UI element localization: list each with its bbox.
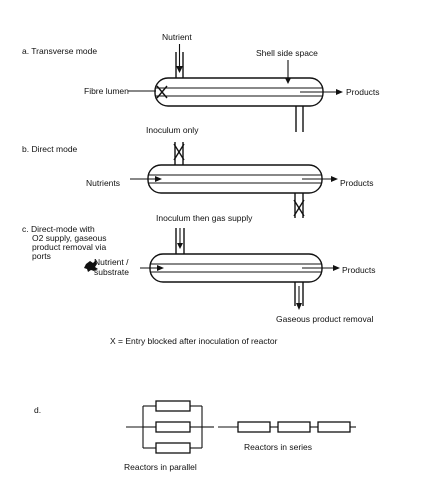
- panel-a-products-label: Products: [346, 87, 380, 97]
- parallel-label: Reactors in parallel: [124, 462, 197, 472]
- panel-a-reactor-shell: [154, 77, 324, 107]
- panel-b-inoculum-label: Inoculum only: [146, 125, 199, 135]
- series-reactor-2: [277, 421, 311, 433]
- panel-d: d. Reactors in parallel Reactors in seri…: [34, 400, 356, 472]
- panel-b-bottom-x-2: [293, 199, 305, 217]
- panel-a: a. Transverse mode Nutrient Shell side s…: [22, 32, 380, 132]
- parallel-reactor-middle: [155, 421, 191, 433]
- panel-a-blocked-x-2: [156, 85, 168, 99]
- panel-c-title-line1: c. Direct-mode with: [22, 224, 95, 234]
- panel-c-inoculum-label: Inoculum then gas supply: [156, 213, 253, 223]
- panel-b-nutrients-label: Nutrients: [86, 178, 120, 188]
- series-reactor-3: [317, 421, 351, 433]
- panel-c-gas-removal-label: Gaseous product removal: [276, 314, 373, 324]
- panel-a-lumen-label: Fibre lumen: [84, 86, 129, 96]
- panel-a-inlet-arrowhead: [176, 66, 183, 73]
- parallel-reactor-top: [155, 400, 191, 412]
- panel-c-products-label: Products: [342, 265, 376, 275]
- panel-c-nutrient-label-2: substrate: [94, 267, 129, 277]
- panel-b-title: b. Direct mode: [22, 144, 78, 154]
- panel-c-products-arrowhead: [333, 265, 340, 271]
- panel-b-products-arrowhead: [331, 176, 338, 182]
- series-label: Reactors in series: [244, 442, 312, 452]
- panel-b-products-label: Products: [340, 178, 374, 188]
- blocked-entry-legend: X = Entry blocked after inoculation of r…: [110, 336, 278, 346]
- series-reactor-1: [237, 421, 271, 433]
- panel-b-nutrients-arrowhead: [155, 176, 162, 182]
- panel-c-nutrient-arrowhead: [157, 265, 164, 271]
- panel-b-reactor-shell: [147, 164, 323, 194]
- panel-a-title: a. Transverse mode: [22, 46, 97, 56]
- panel-a-nutrient-label: Nutrient: [162, 32, 192, 42]
- panel-a-shell-pointer-head: [285, 78, 291, 84]
- panel-a-products-arrowhead: [336, 89, 343, 95]
- panel-c-ink-blot: [84, 260, 98, 272]
- panel-c-title-line4: ports: [32, 251, 51, 261]
- panel-c-reactor-shell: [149, 253, 323, 283]
- panel-c-title-line2: O2 supply, gaseous: [32, 233, 107, 243]
- panel-a-shell-label: Shell side space: [256, 48, 318, 58]
- panel-b-top-x-2: [173, 143, 185, 161]
- panel-c-outlet-arrowhead: [296, 303, 302, 310]
- parallel-reactor-bottom: [155, 442, 191, 454]
- panel-c-title-line3: product removal via: [32, 242, 106, 252]
- panel-c-nutrient-label-1: Nutrient /: [94, 257, 129, 267]
- panel-d-title: d.: [34, 405, 41, 415]
- panel-c: c. Direct-mode with O2 supply, gaseous p…: [22, 213, 376, 324]
- panel-c-inlet-arrowhead: [177, 243, 183, 249]
- panel-b: b. Direct mode Inoculum only Nutrients P…: [22, 125, 374, 218]
